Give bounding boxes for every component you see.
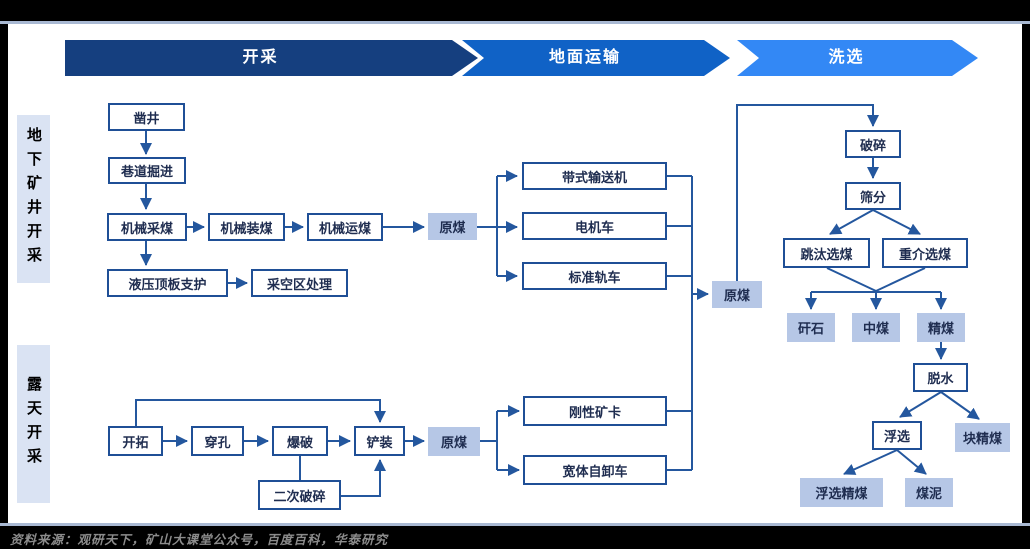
side-label-underground-mining: 地下矿井开采 <box>17 115 50 283</box>
node-raw-coal-open-pit: 原煤 <box>428 427 480 456</box>
node-gangue: 矸石 <box>787 313 835 342</box>
banner-washing: 洗选 <box>737 40 978 76</box>
banner-surface-transport-label: 地面运输 <box>548 49 621 66</box>
node-dewatering: 脱水 <box>913 363 968 392</box>
banner-mining-label: 开采 <box>242 49 279 66</box>
node-mechanical-coal-cutting: 机械采煤 <box>107 213 187 241</box>
node-flotation: 浮选 <box>872 421 922 450</box>
node-drilling: 穿孔 <box>191 426 244 456</box>
node-raw-coal-collected: 原煤 <box>712 281 762 308</box>
banner-mining: 开采 <box>65 40 478 76</box>
node-shaft-sinking: 凿井 <box>108 103 185 131</box>
node-dense-medium-separation: 重介选煤 <box>882 238 968 268</box>
node-roadway-tunneling: 巷道掘进 <box>108 157 186 184</box>
node-electric-locomotive: 电机车 <box>522 212 667 240</box>
node-goaf-treatment: 采空区处理 <box>251 269 348 297</box>
node-coal-slime: 煤泥 <box>905 478 953 507</box>
node-standard-rail-car: 标准轨车 <box>522 262 667 290</box>
node-blasting: 爆破 <box>272 426 328 456</box>
node-hydraulic-roof-support: 液压顶板支护 <box>107 269 228 297</box>
node-lump-clean-coal: 块精煤 <box>955 423 1010 452</box>
node-raw-coal-underground: 原煤 <box>428 213 477 240</box>
node-secondary-crushing: 二次破碎 <box>258 480 341 510</box>
node-belt-conveyor: 带式输送机 <box>522 162 667 190</box>
top-accent-line <box>0 21 1030 24</box>
bottom-accent-line <box>0 523 1030 526</box>
side-label-open-pit-mining: 露天开采 <box>17 345 50 503</box>
node-crushing: 破碎 <box>845 130 901 158</box>
node-clean-coal: 精煤 <box>917 313 965 342</box>
node-middling-coal: 中煤 <box>852 313 900 342</box>
node-mechanical-loading: 机械装煤 <box>208 213 285 241</box>
node-wide-body-dump-truck: 宽体自卸车 <box>523 455 667 485</box>
banner-washing-label: 洗选 <box>828 49 865 66</box>
source-note: 资料来源：观研天下，矿山大课堂公众号，百度百科，华泰研究 <box>10 533 389 547</box>
banner-surface-transport: 地面运输 <box>462 40 730 76</box>
node-screening: 筛分 <box>845 182 901 210</box>
node-rigid-mine-truck: 刚性矿卡 <box>523 396 667 426</box>
node-jig-separation: 跳汰选煤 <box>783 238 870 268</box>
node-development: 开拓 <box>108 426 163 456</box>
node-mechanical-hauling: 机械运煤 <box>307 213 383 241</box>
node-shovel-loading: 铲装 <box>354 426 405 456</box>
node-flotation-clean-coal: 浮选精煤 <box>800 478 883 507</box>
